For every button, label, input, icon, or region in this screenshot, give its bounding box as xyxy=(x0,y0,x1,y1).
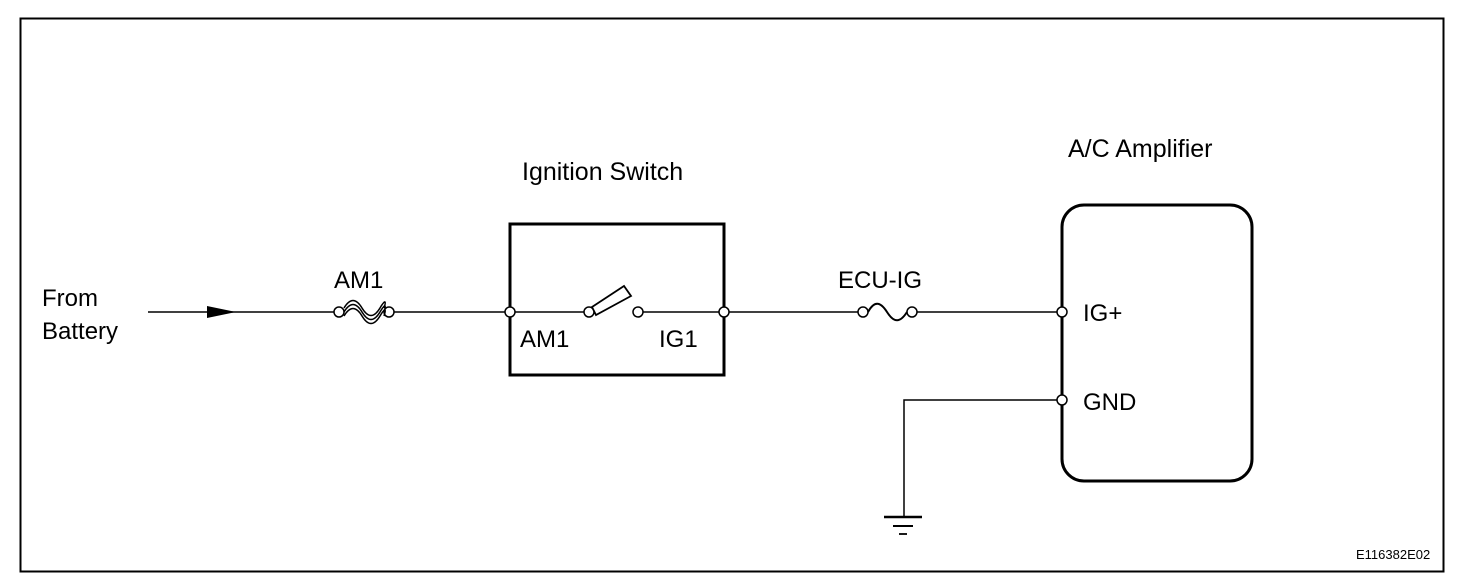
switch-terminal-am1 xyxy=(504,306,516,318)
switch-terminal-ig1-label: IG1 xyxy=(659,326,698,353)
ignition-switch-box xyxy=(508,222,726,377)
amplifier-terminal-ig-plus-label: IG+ xyxy=(1083,300,1122,327)
diagram-frame xyxy=(19,17,1445,573)
ac-amplifier-box xyxy=(1060,203,1254,483)
am1-fuse xyxy=(333,299,395,325)
from-battery-label-line2: Battery xyxy=(42,318,118,345)
amplifier-terminal-ig-plus xyxy=(1056,306,1068,318)
ecu-ig-fuse xyxy=(857,302,918,322)
switch-lever-icon xyxy=(590,284,633,317)
ignition-switch-title: Ignition Switch xyxy=(522,158,683,186)
ground-icon xyxy=(884,515,922,535)
switch-terminal-am1-label: AM1 xyxy=(520,326,569,353)
ecu-ig-fuse-label: ECU-IG xyxy=(838,267,922,294)
ac-amplifier-title: A/C Amplifier xyxy=(1068,135,1212,163)
amplifier-terminal-gnd-label: GND xyxy=(1083,389,1136,416)
from-battery-label-line1: From xyxy=(42,285,98,312)
figure-code: E116382E02 xyxy=(1356,547,1430,562)
switch-contact-fixed xyxy=(632,306,644,318)
current-arrow-icon xyxy=(207,306,236,318)
wire-gnd-to-ground xyxy=(903,399,1057,517)
amplifier-terminal-gnd xyxy=(1056,394,1068,406)
am1-fuse-label: AM1 xyxy=(334,267,383,294)
switch-terminal-ig1 xyxy=(718,306,730,318)
